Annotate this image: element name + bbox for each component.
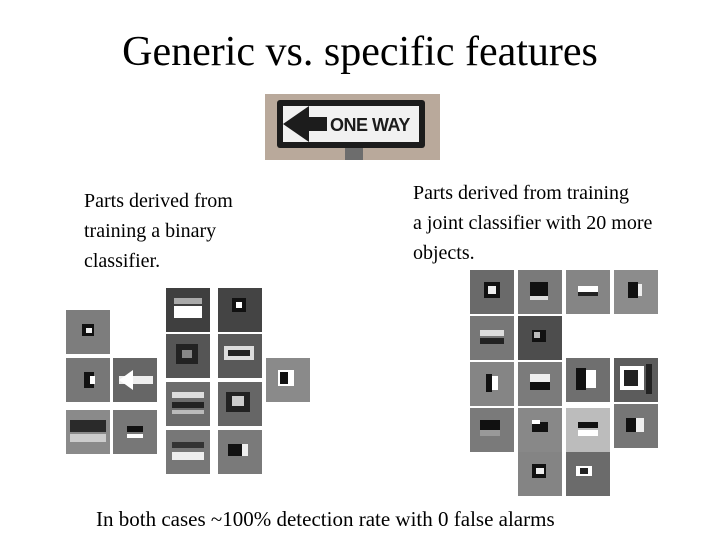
- feature-patch: [614, 358, 658, 402]
- feature-patch: [113, 358, 157, 402]
- sign-text: ONE WAY: [327, 116, 413, 134]
- feature-patch: [566, 358, 610, 402]
- feature-patch: [518, 408, 562, 452]
- feature-patch: [470, 316, 514, 360]
- feature-patch: [66, 358, 110, 402]
- feature-patch: [470, 270, 514, 314]
- feature-patch: [218, 334, 262, 378]
- right-caption-line: a joint classifier with 20 more: [413, 212, 653, 234]
- feature-patch: [166, 288, 210, 332]
- feature-patch: [113, 410, 157, 454]
- feature-patch: [614, 270, 658, 314]
- right-caption-line: objects.: [413, 242, 475, 264]
- feature-patch: [218, 288, 262, 332]
- feature-patch: [166, 382, 210, 426]
- sign-face: ONE WAY: [283, 106, 419, 142]
- feature-patch: [166, 334, 210, 378]
- sign-plate: ONE WAY: [277, 100, 425, 148]
- feature-patch: [518, 362, 562, 406]
- sign-pole: [345, 144, 363, 160]
- feature-patch: [266, 358, 310, 402]
- feature-patch: [566, 452, 610, 496]
- slide-title: Generic vs. specific features: [122, 29, 598, 75]
- feature-patch: [566, 408, 610, 452]
- right-caption: Parts derived from training a joint clas…: [413, 178, 713, 268]
- feature-patch: [66, 410, 110, 454]
- feature-patch: [470, 362, 514, 406]
- sign-arrow-left-icon: [283, 106, 309, 142]
- footer-note: In both cases ~100% detection rate with …: [96, 507, 555, 531]
- feature-patch: [518, 452, 562, 496]
- feature-patch: [470, 408, 514, 452]
- feature-patch: [518, 316, 562, 360]
- feature-patch: [166, 430, 210, 474]
- feature-patch: [566, 270, 610, 314]
- feature-patch: [518, 270, 562, 314]
- left-caption-line: Parts derived from: [84, 190, 233, 212]
- feature-patch: [66, 310, 110, 354]
- left-caption: Parts derived from training a binary cla…: [84, 186, 284, 276]
- right-caption-line: Parts derived from training: [413, 182, 630, 204]
- left-caption-line: classifier.: [84, 250, 161, 272]
- feature-patch: [614, 404, 658, 448]
- feature-patch: [218, 430, 262, 474]
- feature-patch: [218, 382, 262, 426]
- one-way-sign-image: ONE WAY: [265, 94, 440, 160]
- left-caption-line: training a binary: [84, 220, 217, 242]
